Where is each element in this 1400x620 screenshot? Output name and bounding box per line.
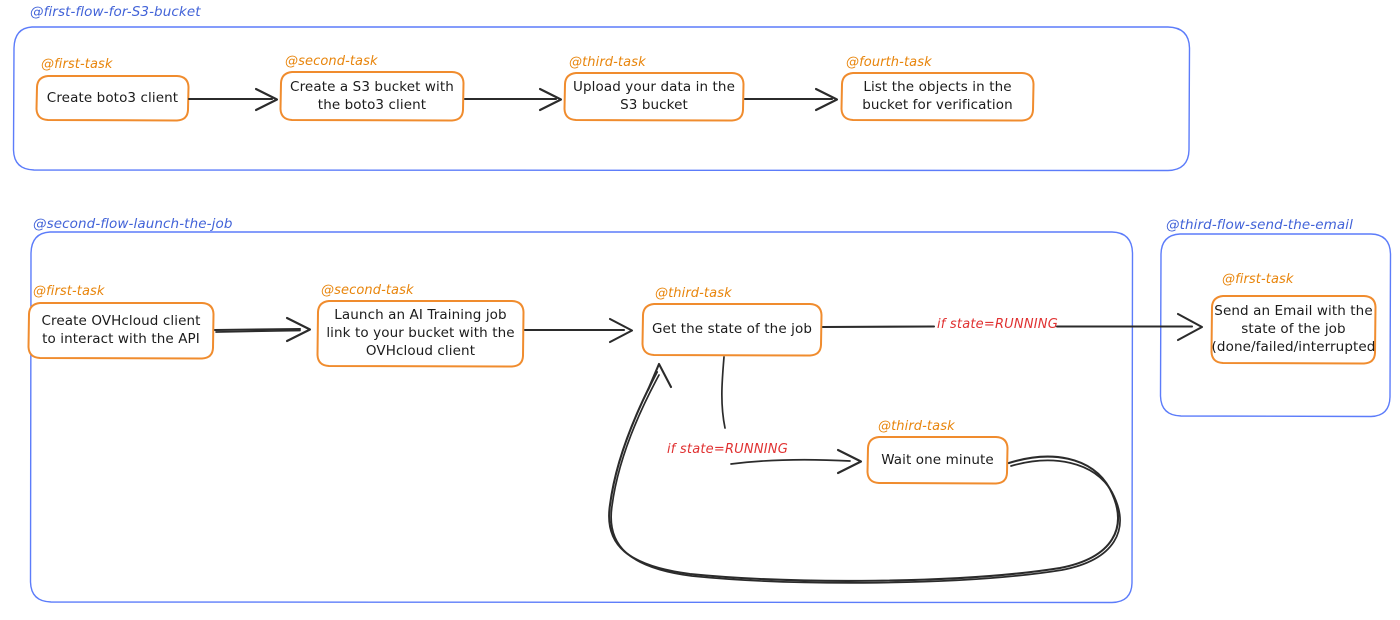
- task-text-f3-t1: Send an Email with the state of the job …: [1211, 303, 1376, 355]
- task-box-f2-t2[interactable]: [316, 300, 525, 368]
- task-box-f1-t1[interactable]: [35, 75, 190, 122]
- flow-label-second-flow: @second-flow-launch-the-job: [33, 216, 233, 232]
- task-label-f2-t2: @second-task: [321, 283, 414, 298]
- task-text-f2-t1: Create OVHcloud client to interact with …: [41, 313, 201, 347]
- task-label-f2-t3: @third-task: [655, 286, 732, 301]
- edge-f1-t1-to-f1-t2: [187, 87, 279, 112]
- task-text-f1-t1: Create boto3 client: [46, 89, 179, 106]
- edge-f2-t1-to-f2-t2: [213, 316, 312, 343]
- task-box-f2-t3[interactable]: [641, 303, 823, 357]
- task-label-f1-t2: @second-task: [285, 54, 378, 69]
- task-box-f1-t3[interactable]: [563, 72, 745, 122]
- flow-container-second-flow[interactable]: [29, 231, 1134, 604]
- task-text-f1-t2: Create a S3 bucket with the boto3 client: [290, 78, 454, 113]
- edge-f2-t3-to-f3-t1: [821, 312, 1204, 342]
- task-text-f1-t4: List the objects in the bucket for verif…: [862, 79, 1013, 113]
- task-label-f1-t1: @first-task: [41, 57, 113, 72]
- task-label-f2-t4: @third-task: [878, 419, 955, 434]
- task-text-f2-t3: Get the state of the job: [651, 321, 813, 338]
- flow-label-third-flow: @third-flow-send-the-email: [1166, 217, 1353, 233]
- edge-f2-t4-loop-back: [608, 362, 1121, 584]
- task-label-f1-t3: @third-task: [569, 55, 646, 70]
- task-text-f2-t2: Launch an AI Training job link to your b…: [326, 307, 515, 359]
- task-box-f1-t4[interactable]: [840, 72, 1035, 122]
- task-box-f2-t4[interactable]: [866, 436, 1009, 485]
- task-text-f2-t4: Wait one minute: [881, 451, 994, 468]
- edge-label-to-wait: if state=RUNNING: [667, 442, 788, 457]
- edge-f2-t3-to-f2-t4: [721, 356, 863, 475]
- task-box-f2-t1[interactable]: [27, 302, 215, 360]
- task-label-f1-t4: @fourth-task: [846, 55, 932, 70]
- flow-container-first-flow[interactable]: [12, 26, 1191, 172]
- task-text-f1-t3: Upload your data in the S3 bucket: [573, 79, 735, 113]
- task-box-f3-t1[interactable]: [1210, 295, 1377, 365]
- task-label-f2-t1: @first-task: [33, 284, 105, 299]
- edge-f1-t3-to-f1-t4: [743, 87, 839, 112]
- task-box-f1-t2[interactable]: [279, 71, 465, 122]
- flow-container-third-flow[interactable]: [1159, 233, 1392, 418]
- edge-f1-t2-to-f1-t3: [463, 87, 563, 112]
- edge-label-to-email: if state=RUNNING: [937, 317, 1058, 332]
- edge-f2-t2-to-f2-t3: [523, 317, 634, 344]
- flow-label-first-flow: @first-flow-for-S3-bucket: [30, 4, 201, 20]
- task-label-f3-t1: @first-task: [1222, 272, 1294, 287]
